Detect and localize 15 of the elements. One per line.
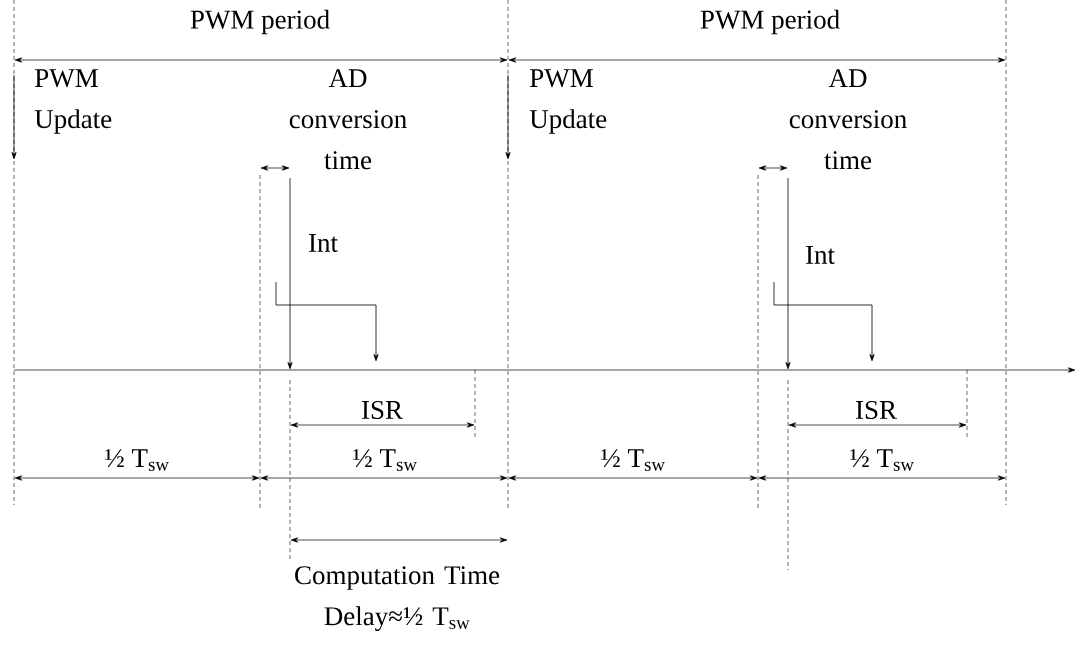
event-label: Int bbox=[806, 246, 835, 264]
interval-label: ISR bbox=[856, 400, 897, 420]
event-label: PWM Update bbox=[34, 69, 112, 134]
interval-label: ISR bbox=[361, 400, 403, 420]
event-label: Int bbox=[309, 234, 338, 252]
event-label: AD conversion time bbox=[289, 69, 407, 170]
delay-label: Computation Time Delay≈½ T$_{sw}$ bbox=[295, 566, 500, 631]
period-label: PWM period bbox=[190, 9, 330, 35]
event-label: PWM Update bbox=[529, 69, 607, 134]
period-label: PWM period bbox=[700, 9, 840, 35]
interval-label: ½ T$_{sw}$ bbox=[353, 449, 417, 471]
event-label: AD conversion time bbox=[789, 69, 907, 170]
interval-label: ½ T$_{sw}$ bbox=[601, 449, 665, 471]
interval-label: ½ T$_{sw}$ bbox=[105, 449, 169, 471]
interval-label: ½ T$_{sw}$ bbox=[850, 449, 914, 471]
